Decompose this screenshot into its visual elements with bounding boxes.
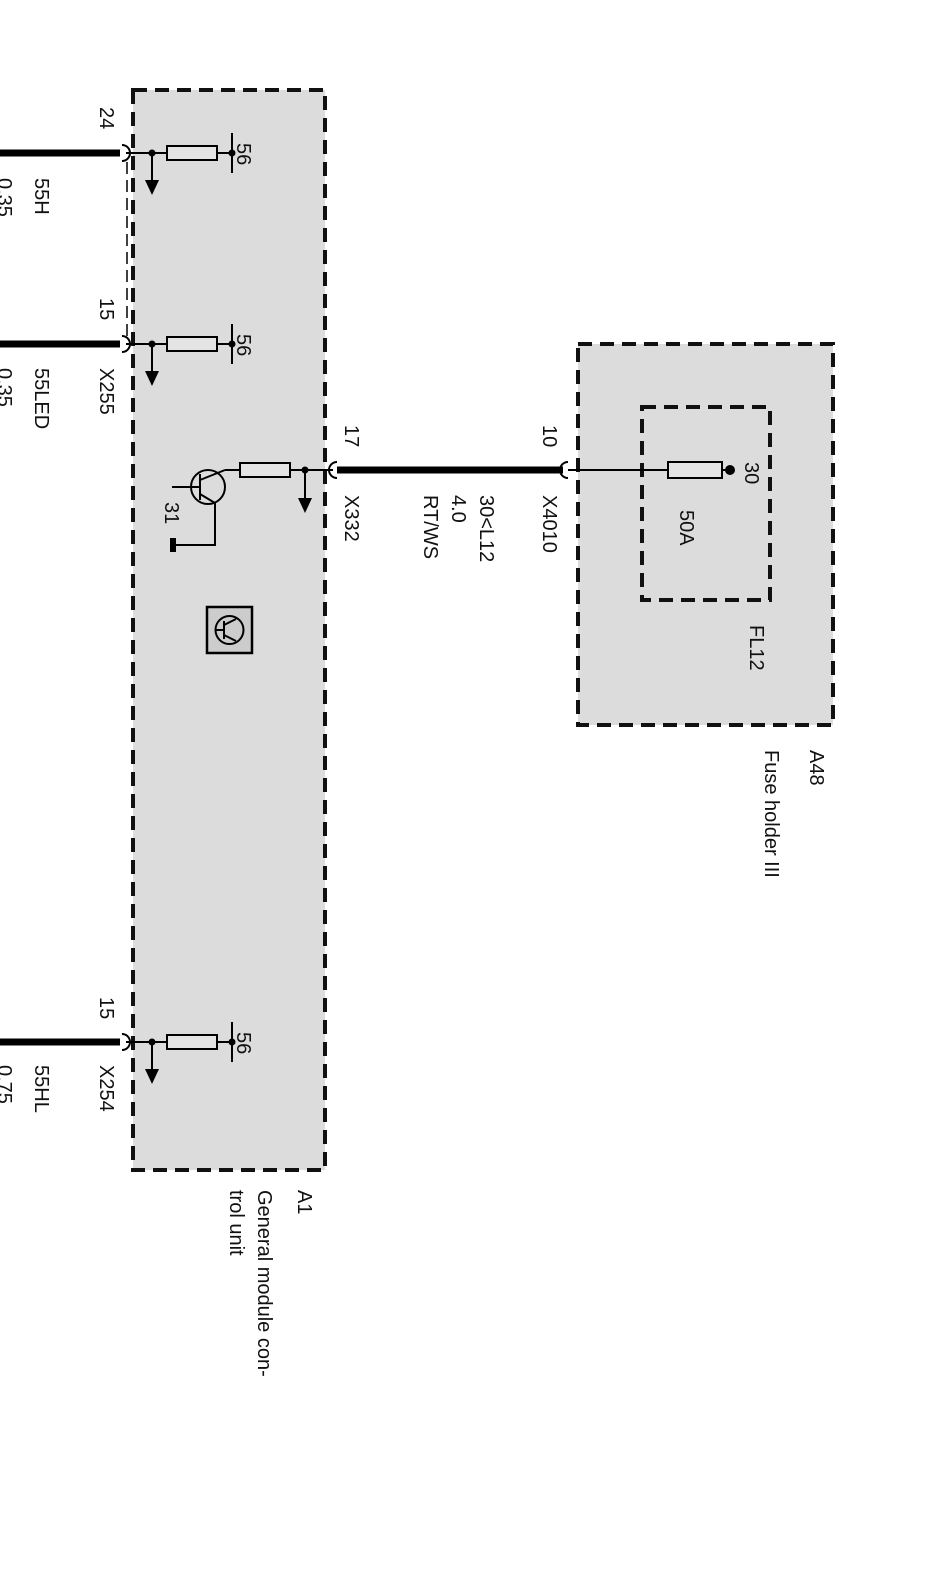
wire-55hl xyxy=(0,1022,236,1084)
a48-module-box xyxy=(576,342,835,727)
a48-name-label: Fuse holder III xyxy=(760,750,782,878)
electronic-module-icon xyxy=(205,605,254,655)
connector-label: X332 xyxy=(340,495,362,542)
resistor xyxy=(166,336,218,352)
arrow-icon xyxy=(145,1069,159,1084)
ground-icon xyxy=(170,538,176,552)
wire-color-label: RT/WS xyxy=(419,495,441,559)
connector-label: X255 xyxy=(95,368,117,415)
wire-size-label: 0.35 xyxy=(0,368,15,407)
terminal-label: 56 xyxy=(232,143,254,165)
wire-size-label: 4.0 xyxy=(447,495,469,523)
power-wire-30-l12 xyxy=(328,461,735,479)
fuse-id-label: FL12 xyxy=(745,625,767,671)
wire-size-label: 0.75 xyxy=(0,1065,15,1104)
signal-label: 30<L12 xyxy=(475,495,497,562)
arrow-icon xyxy=(298,498,312,513)
a48-id-label: A48 xyxy=(805,750,827,786)
resistor xyxy=(166,145,218,161)
a1-name-line2: trol unit xyxy=(225,1190,247,1256)
wire-size-label: 0.35 xyxy=(0,178,15,217)
wire-55led xyxy=(0,324,236,386)
pin-label: 17 xyxy=(340,425,362,447)
pin-label: 24 xyxy=(95,107,117,129)
fuse-symbol xyxy=(667,461,723,479)
arrow-icon xyxy=(145,371,159,386)
signal-label: 55LED xyxy=(30,368,52,429)
pin-label: 10 xyxy=(538,425,560,447)
fl12-fuse-box xyxy=(640,405,772,602)
pin-label: 15 xyxy=(95,997,117,1019)
transistor-stage xyxy=(170,462,333,552)
wire-55h xyxy=(0,133,236,195)
a1-id-label: A1 xyxy=(293,1190,315,1214)
arrow-icon xyxy=(145,180,159,195)
ground-label: 31 xyxy=(160,502,182,524)
connector-label: X254 xyxy=(95,1065,117,1112)
fuse-terminal-label: 30 xyxy=(740,462,762,484)
a1-name-line1: General module con- xyxy=(253,1190,275,1377)
signal-label: 55HL xyxy=(30,1065,52,1113)
resistor xyxy=(239,462,291,478)
pin-label: 15 xyxy=(95,298,117,320)
terminal-label: 56 xyxy=(232,1032,254,1054)
signal-label: 55H xyxy=(30,178,52,215)
resistor xyxy=(166,1034,218,1050)
terminal-label: 56 xyxy=(232,334,254,356)
fuse-rating-label: 50A xyxy=(675,510,697,546)
connector-label: X4010 xyxy=(538,495,560,553)
